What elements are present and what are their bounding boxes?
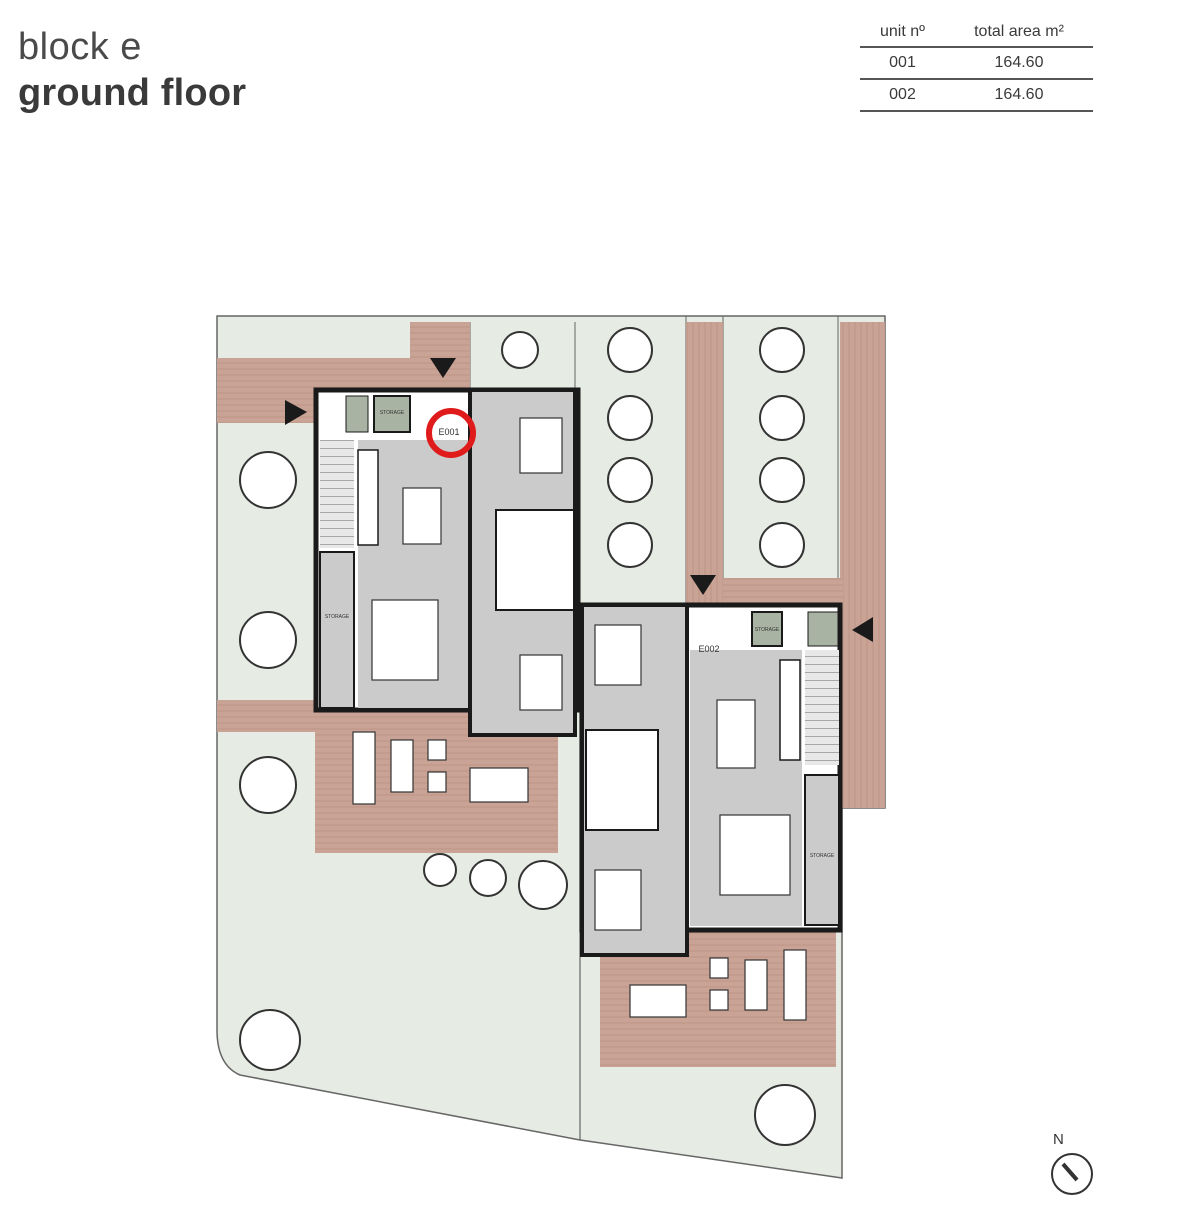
compass-icon: N (1051, 1131, 1093, 1195)
storage-label: STORAGE (755, 627, 780, 633)
trees (239, 327, 816, 1146)
block-title: block e (18, 26, 142, 68)
storage-label: STORAGE (810, 853, 835, 859)
unit-column-header: unit nº (860, 18, 945, 48)
table-row: 001 164.60 (860, 47, 1093, 80)
area-table-header: unit nº total area m² (860, 18, 1093, 48)
unit-area: 164.60 (945, 79, 1093, 112)
storage-label: STORAGE (380, 410, 405, 416)
floor-title: ground floor (18, 72, 247, 114)
unit-label-e002: E002 (698, 644, 719, 654)
furniture (352, 417, 807, 1021)
area-column-header: total area m² (945, 18, 1093, 48)
area-table: unit nº total area m² 001 164.60 002 164… (860, 18, 1093, 112)
table-row: 002 164.60 (860, 79, 1093, 112)
title-block: block e ground floor (18, 24, 246, 116)
compass-north-label: N (1053, 1131, 1064, 1148)
unit-label-e001: E001 (438, 427, 459, 437)
north-compass: N (1045, 1128, 1105, 1198)
unit-number: 002 (860, 79, 945, 112)
entry-arrows (285, 358, 873, 642)
unit-highlight-marker (426, 408, 476, 458)
storage-label: STORAGE (325, 614, 350, 620)
unit-area: 164.60 (945, 47, 1093, 80)
unit-number: 001 (860, 47, 945, 80)
